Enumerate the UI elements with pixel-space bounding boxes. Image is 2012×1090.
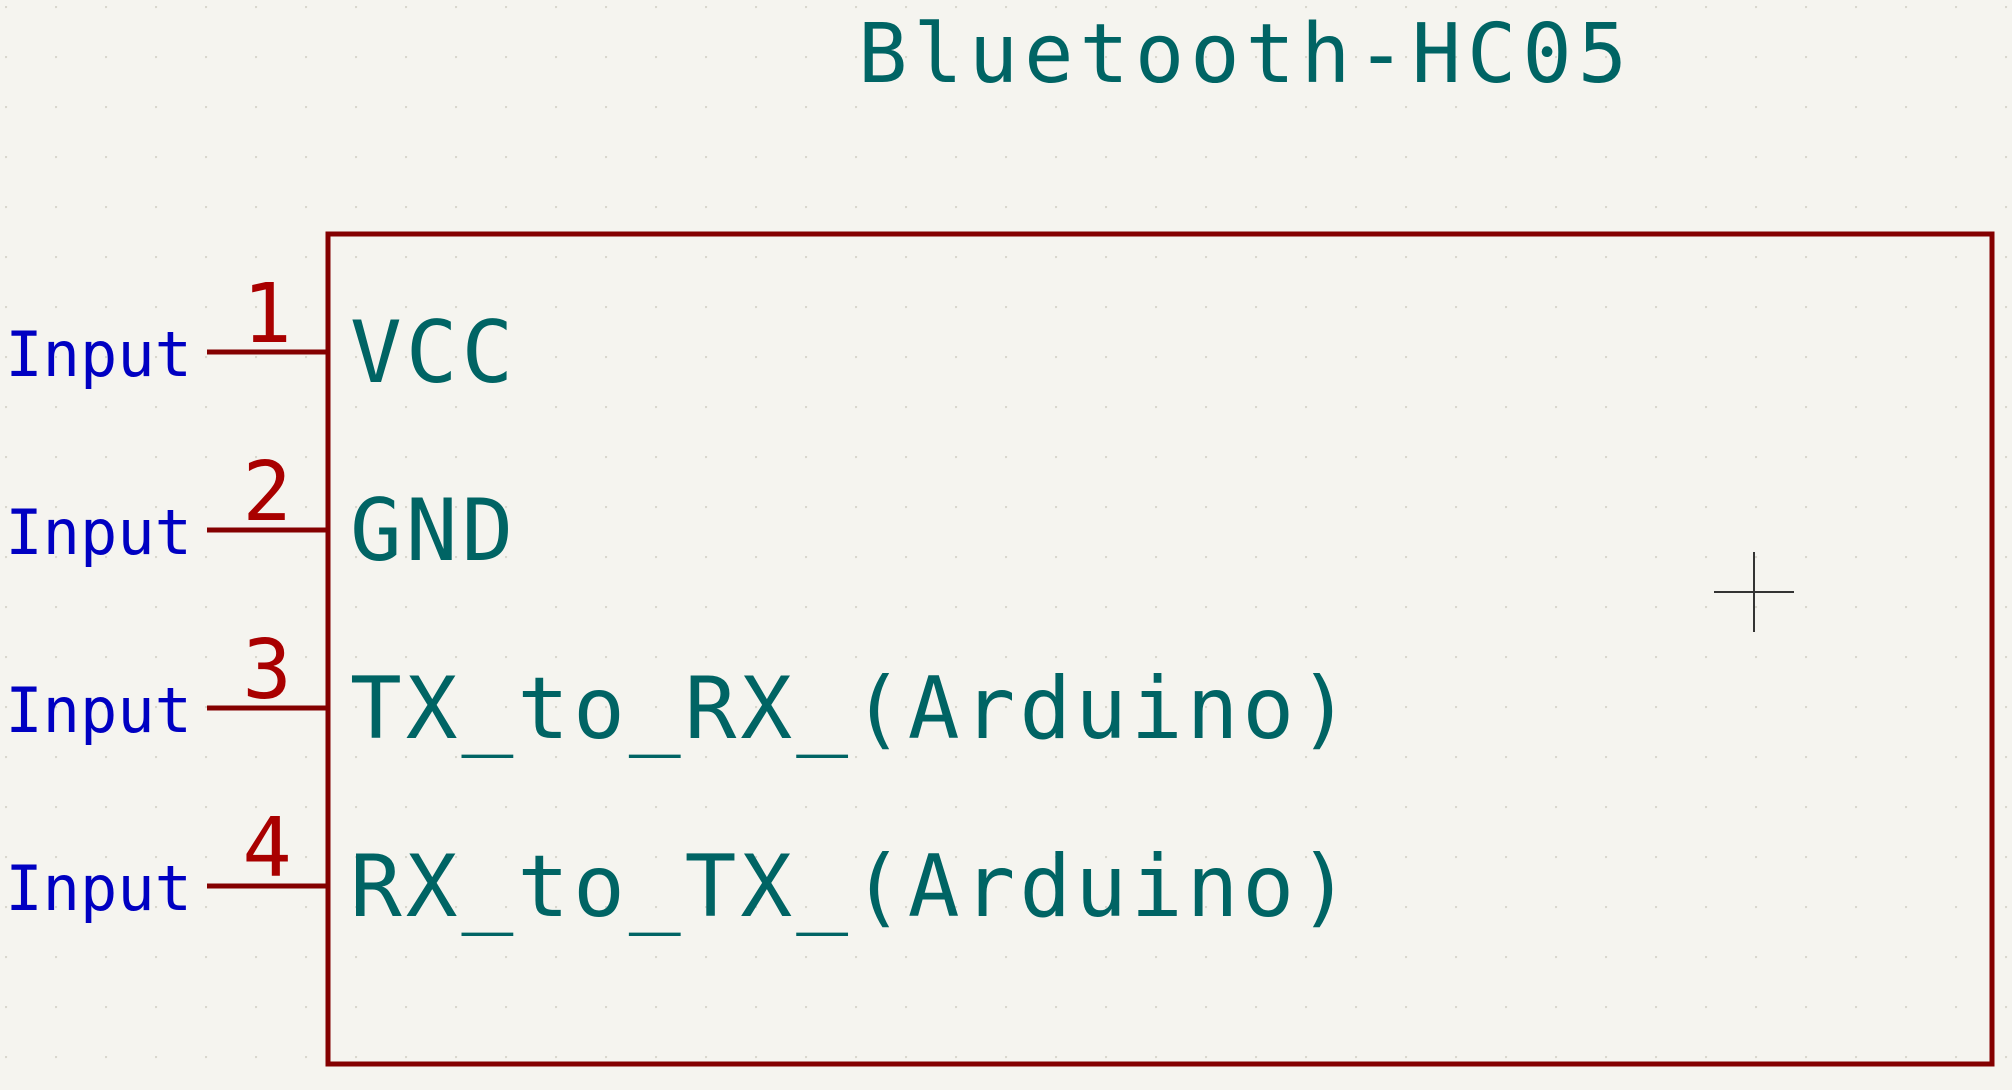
pin-type-label: Input [5, 674, 192, 747]
pin-type-label: Input [5, 318, 192, 391]
pin-number: 2 [242, 445, 291, 540]
anchor-cross-icon [1714, 552, 1794, 632]
symbol-name-label[interactable]: Bluetooth-HC05 [858, 7, 1633, 102]
pin-name-label: TX_to_RX_(Arduino) [350, 659, 1354, 759]
pin-number: 1 [242, 267, 291, 362]
pin-number: 4 [242, 801, 291, 896]
pin-type-label: Input [5, 852, 192, 925]
pin-name-label: GND [350, 481, 517, 581]
pin-type-label: Input [5, 496, 192, 569]
pin-number: 3 [242, 623, 291, 718]
component-body[interactable] [325, 231, 1995, 1067]
pin-name-label: RX_to_TX_(Arduino) [350, 837, 1354, 937]
pin-name-label: VCC [350, 303, 517, 403]
